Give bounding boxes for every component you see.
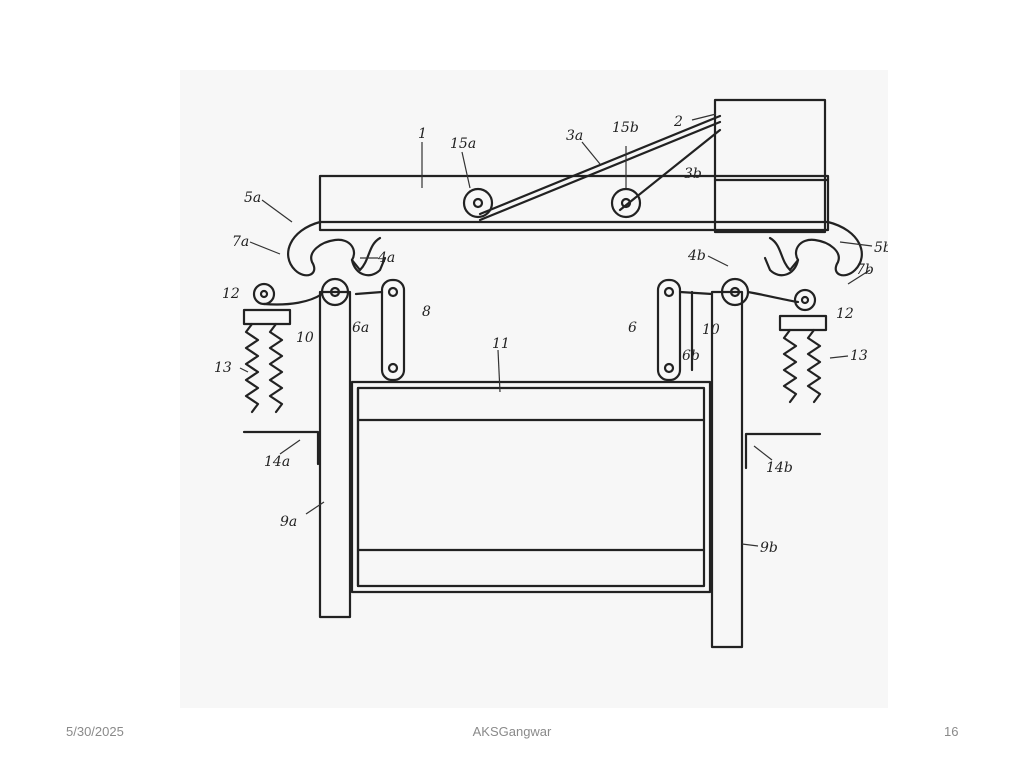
- label-14b: 14b: [766, 460, 793, 476]
- page-number: 16: [944, 724, 959, 739]
- label-5b: 5b: [874, 240, 888, 256]
- label-10-right: 10: [702, 322, 720, 338]
- label-7a: 7a: [232, 234, 249, 250]
- label-12-right: 12: [836, 306, 854, 322]
- pivot-12-left: [252, 282, 276, 306]
- strip-3a: [478, 114, 722, 216]
- label-7b: 7b: [856, 262, 874, 278]
- label-9b: 9b: [760, 540, 778, 556]
- label-11: 11: [492, 336, 510, 352]
- label-9a: 9a: [280, 514, 297, 530]
- label-13-left: 13: [214, 360, 232, 376]
- label-12-left: 12: [222, 286, 240, 302]
- label-15a: 15a: [450, 136, 476, 152]
- link-8: [380, 278, 406, 382]
- label-6: 6: [628, 320, 637, 336]
- label-15b: 15b: [612, 120, 639, 136]
- label-4a: 4a: [377, 250, 395, 266]
- spring-13-right: [782, 328, 798, 404]
- label-8: 8: [422, 304, 431, 320]
- bracket-14a: [242, 430, 320, 466]
- label-5a: 5a: [244, 190, 261, 206]
- hook-5b: [768, 220, 863, 277]
- label-14a: 14a: [264, 454, 290, 470]
- spring-13-left: [244, 322, 260, 414]
- pulley-15a: [462, 187, 494, 219]
- housing-2: [713, 98, 827, 234]
- bracket-14b: [744, 432, 822, 470]
- label-6b: 6b: [682, 348, 700, 364]
- footer-author: AKSGangwar: [472, 724, 552, 739]
- leg-9b: [710, 290, 744, 649]
- label-10-left: 10: [296, 330, 314, 346]
- mechanism-diagram: 1 2 3a 3b 15a 15b 5a 5b 7a 7b 4a 4b 12 1…: [214, 98, 888, 649]
- label-3a: 3a: [566, 128, 583, 144]
- label-3b: 3b: [684, 166, 702, 182]
- pivot-12-right: [793, 288, 817, 312]
- pulley-15b: [610, 187, 642, 219]
- patent-figure: 1 2 3a 3b 15a 15b 5a 5b 7a 7b 4a 4b 12 1…: [180, 70, 888, 708]
- leg-9a: [318, 290, 352, 619]
- body-11: [350, 380, 712, 594]
- label-4b: 4b: [687, 248, 706, 264]
- label-2: 2: [673, 114, 683, 130]
- label-13-right: 13: [850, 348, 868, 364]
- hook-5a: [287, 220, 382, 277]
- link-6: [656, 278, 682, 382]
- label-1: 1: [418, 126, 427, 142]
- footer-date: 5/30/2025: [66, 724, 124, 739]
- label-6a: 6a: [352, 320, 369, 336]
